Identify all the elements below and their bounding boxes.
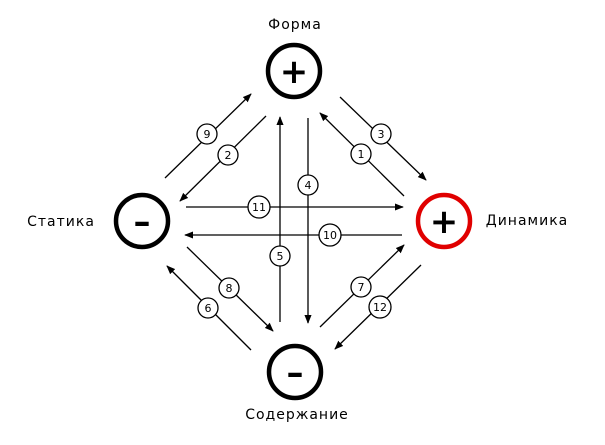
arrow-7: 7 (319, 244, 405, 328)
arrow-3: 3 (339, 96, 427, 181)
arrow-12-label: 12 (373, 301, 387, 314)
dinamika-sign: + (430, 202, 459, 242)
forma-circle (265, 42, 323, 100)
arrow-4: 4 (297, 118, 319, 324)
soderzhanie-circle (266, 343, 324, 401)
arrow-2: 2 (179, 115, 267, 202)
dinamika-circle (415, 192, 473, 250)
soderzhanie-label: Содержание (245, 407, 349, 423)
node-forma: + Форма (265, 17, 323, 100)
arrow-7-label: 7 (358, 281, 365, 294)
arrow-8-label: 8 (226, 282, 233, 295)
forma-label: Форма (268, 17, 322, 33)
dinamika-label: Динамика (486, 213, 568, 229)
arrow-12: 12 (334, 264, 422, 350)
arrow-8: 8 (186, 246, 274, 332)
arrow-5-label: 5 (277, 250, 284, 263)
statika-circle (113, 192, 171, 250)
arrow-9: 9 (164, 93, 252, 179)
arrow-4-label: 4 (305, 179, 312, 192)
arrow-1-label: 1 (358, 148, 365, 161)
arrow-11-label: 11 (252, 201, 266, 214)
arrow-2-label: 2 (225, 149, 232, 162)
arrow-10: 10 (184, 223, 402, 247)
node-statika: – Статика (27, 192, 171, 250)
node-soderzhanie: – Содержание (245, 343, 349, 423)
arrow-11: 11 (186, 195, 404, 219)
statika-sign: – (134, 202, 151, 242)
arrow-10-label: 10 (323, 229, 337, 242)
arrow-1: 1 (319, 112, 405, 197)
arrow-6-label: 6 (205, 302, 212, 315)
statika-label: Статика (27, 214, 95, 230)
arrow-5: 5 (269, 116, 291, 322)
node-dinamika: + Динамика (415, 192, 568, 250)
arrow-6: 6 (166, 265, 252, 351)
soderzhanie-sign: – (287, 353, 304, 393)
forma-sign: + (280, 52, 309, 92)
arrow-9-label: 9 (204, 128, 211, 141)
arrow-3-label: 3 (378, 128, 385, 141)
